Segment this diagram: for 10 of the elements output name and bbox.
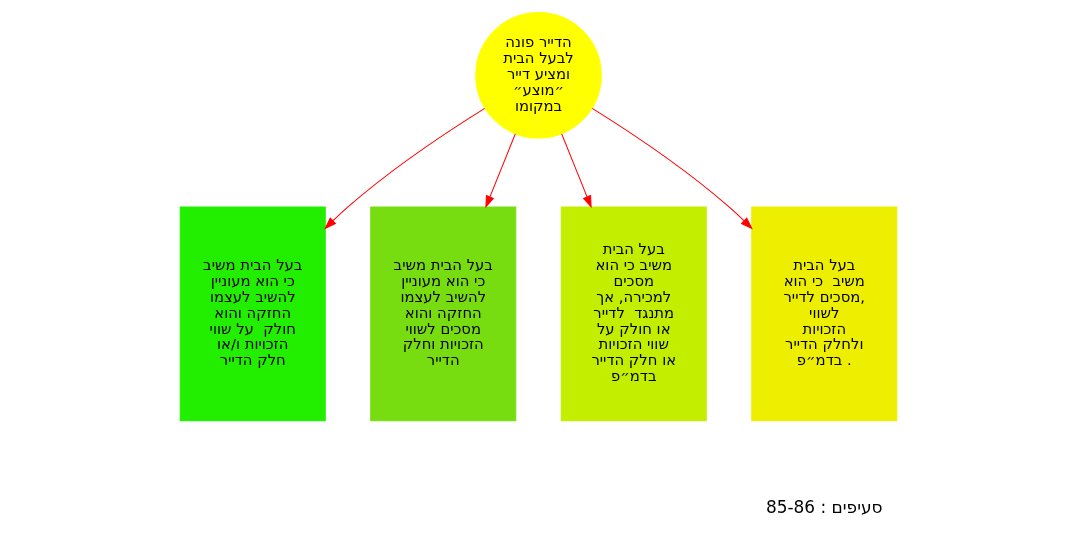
node-box: בעל הבית משיב כי הוא מעוניין להשיב לעצמו החזקה והוא חולק על שווי הזכויות ו/או חלק הדייר bbox=[179, 206, 326, 422]
arrow bbox=[560, 133, 592, 209]
node-box: בעל הבית משיב כי הוא מסכים לדייר, לשווי הזכויות ולחלק הדייר בדמ״פ . bbox=[750, 206, 897, 422]
arrow bbox=[484, 133, 516, 209]
node-box: בעל הבית משיב כי הוא מסכים למכירה, אך מתנגד לדייר או חולק על שווי הזכויות או חלק הדייר בדמ״פ bbox=[560, 206, 707, 422]
node-box: בעל הבית משיב כי הוא מעוניין להשיב לעצמו החזקה והוא מסכים לשווי הזכויות וחלק הדייר bbox=[369, 206, 516, 422]
arrow bbox=[323, 107, 485, 230]
label: סעיפים : 85-86 bbox=[765, 496, 883, 517]
node-circle: הדייר פונה לבעל הבית ומציע דייר ״מוצע״ במקומו bbox=[474, 11, 602, 139]
arrow bbox=[591, 107, 753, 230]
